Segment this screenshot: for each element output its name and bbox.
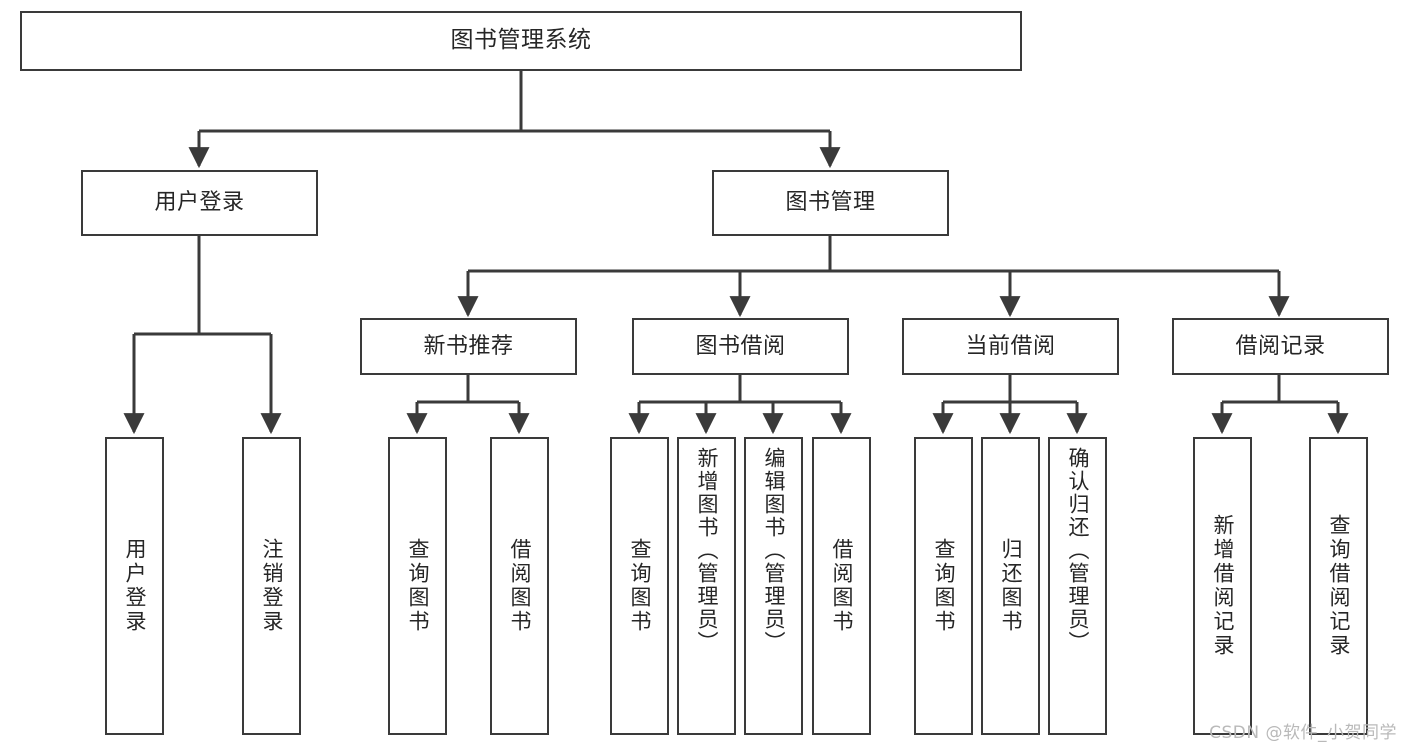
leaf-user-logout[interactable]: 注销登录	[242, 437, 301, 735]
leaf-confirm-return-admin[interactable]: 确认归还（管理员）	[1048, 437, 1107, 735]
node-label: 查询图书	[406, 538, 431, 634]
node-label: 用户登录	[123, 538, 148, 634]
leaf-user-login[interactable]: 用户登录	[105, 437, 164, 735]
node-label: 新书推荐	[423, 333, 514, 359]
node-label: 查询图书	[628, 538, 653, 634]
leaf-query-book-current[interactable]: 查询图书	[914, 437, 973, 735]
node-root-book-management-system[interactable]: 图书管理系统	[20, 11, 1022, 71]
node-label: 查询借阅记录	[1327, 514, 1352, 658]
node-label: 查询图书	[932, 538, 957, 634]
node-label: 图书管理系统	[450, 27, 592, 54]
node-new-book-recommendation[interactable]: 新书推荐	[360, 318, 577, 375]
leaf-add-book-admin[interactable]: 新增图书（管理员）	[677, 437, 736, 735]
node-label: 图书管理	[785, 190, 876, 216]
node-label: 借阅图书	[508, 538, 533, 634]
node-label: 当前借阅	[965, 333, 1056, 359]
node-user-login[interactable]: 用户登录	[81, 170, 318, 236]
leaf-query-book-recommendation[interactable]: 查询图书	[388, 437, 447, 735]
leaf-query-borrow-record[interactable]: 查询借阅记录	[1309, 437, 1368, 735]
node-label: 归还图书	[999, 538, 1024, 634]
node-label: 确认归还（管理员）	[1066, 447, 1091, 654]
node-label: 新增图书（管理员）	[695, 447, 720, 654]
node-label: 新增借阅记录	[1211, 514, 1236, 658]
node-label: 借阅图书	[830, 538, 855, 634]
node-label: 图书借阅	[695, 333, 786, 359]
leaf-edit-book-admin[interactable]: 编辑图书（管理员）	[744, 437, 803, 735]
node-label: 借阅记录	[1235, 333, 1326, 359]
leaf-add-borrow-record[interactable]: 新增借阅记录	[1193, 437, 1252, 735]
leaf-borrow-book-recommendation[interactable]: 借阅图书	[490, 437, 549, 735]
node-book-manage[interactable]: 图书管理	[712, 170, 949, 236]
leaf-borrow-book-borrow[interactable]: 借阅图书	[812, 437, 871, 735]
node-label: 用户登录	[154, 190, 245, 216]
watermark: CSDN @软件_小贺同学	[1209, 723, 1397, 743]
leaf-query-book-borrow[interactable]: 查询图书	[610, 437, 669, 735]
node-label: 注销登录	[260, 538, 285, 634]
node-borrow-record[interactable]: 借阅记录	[1172, 318, 1389, 375]
node-current-borrow[interactable]: 当前借阅	[902, 318, 1119, 375]
leaf-return-book[interactable]: 归还图书	[981, 437, 1040, 735]
node-book-borrow[interactable]: 图书借阅	[632, 318, 849, 375]
node-label: 编辑图书（管理员）	[762, 447, 787, 654]
